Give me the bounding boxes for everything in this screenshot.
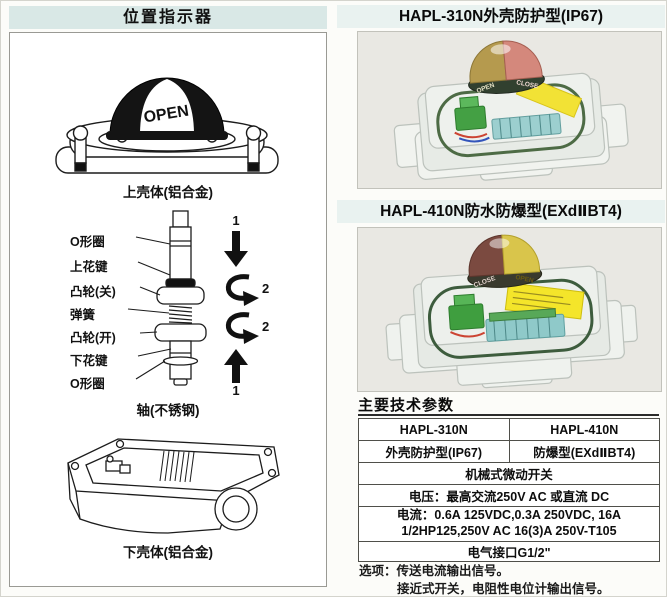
part-label-oring-top: O形圈	[70, 235, 105, 249]
table-row-models: HAPL-310N HAPL-410N	[358, 418, 660, 441]
specs-heading: 主要技术参数	[358, 394, 659, 416]
table-row-voltage: 电压：最高交流250V AC 或直流 DC	[358, 484, 660, 507]
shaft-exploded-drawing: 1 2 2	[127, 210, 269, 395]
cam-close	[156, 286, 205, 305]
housing-cavity	[85, 447, 264, 492]
part-label-lower-spline: 下花键	[70, 354, 108, 368]
cell-current-line2: 1/2HP125,250V AC 16(3)A 250V-T105	[401, 524, 617, 538]
terminal-block-green	[454, 96, 487, 131]
up-arrow-icon	[224, 349, 248, 383]
red-wire-410	[450, 331, 486, 338]
shaft-exploded-figure: 1 2 2	[10, 209, 326, 395]
arrow-number-top: 1	[232, 213, 239, 228]
cell-conduit: 电气接口G1/2"	[358, 541, 660, 562]
section1-title: HAPL-310N外壳防护型(IP67)	[337, 5, 665, 28]
fig2-caption: 轴(不锈钢)	[136, 403, 200, 418]
dome-open-label-410: OPEN	[515, 274, 535, 285]
cell-current: 电流：0.6A 125VDC,0.3A 250VDC, 16A 1/2HP125…	[358, 506, 660, 542]
cell-model-310n: HAPL-310N	[358, 418, 510, 441]
arrow-number-rot2: 2	[262, 319, 269, 334]
specs-table: HAPL-310N HAPL-410N 外壳防护型(IP67) 防爆型(EXdⅡ…	[358, 418, 660, 562]
terminal-strip-teal	[491, 113, 562, 140]
rotate-arrow-icon	[225, 274, 250, 301]
terminal-strip-teal-410	[485, 308, 566, 342]
rotate-arrow-icon-2	[225, 312, 250, 339]
cell-switch-type: 机械式微动开关	[358, 462, 660, 485]
table-row-conduit: 电气接口G1/2"	[358, 541, 660, 562]
indicator-dome: OPEN	[106, 77, 228, 140]
terminal-block-green-410	[448, 293, 485, 331]
options-line2: 接近式开关，电阻性电位计输出信号。	[397, 582, 610, 597]
switch-bracket	[105, 455, 131, 474]
part-label-cam-close: 凸轮(关)	[70, 285, 116, 299]
cell-model-410n: HAPL-410N	[508, 418, 660, 441]
arrow-number-bottom: 1	[232, 383, 239, 395]
motion-arrows: 1 2 2	[224, 213, 269, 395]
rotate-arrow-head	[243, 291, 259, 306]
section2-title: HAPL-410N防水防爆型(EXdⅡBT4)	[337, 200, 665, 223]
down-arrow-icon	[224, 231, 248, 267]
hapl-410n-product-image: CLOSE OPEN	[385, 234, 638, 389]
spring	[168, 305, 193, 324]
cell-current-line1: 电流：0.6A 125VDC,0.3A 250VDC, 16A	[396, 508, 622, 523]
part-label-oring-bottom: O形圈	[70, 377, 105, 391]
right-bolt	[245, 125, 262, 172]
yellow-label-410	[504, 282, 585, 320]
left-section-title: 位置指示器	[9, 6, 327, 29]
leader-lines	[127, 236, 172, 380]
housing-body	[75, 490, 231, 534]
fig1-caption: 上壳体(铝合金)	[123, 185, 213, 200]
blue-wire	[458, 136, 490, 143]
options-line1: 选项：传送电流输出信号。	[359, 564, 510, 578]
indicator-dome-310n: OPEN CLOSE	[468, 40, 545, 95]
cell-protection-410n: 防爆型(EXdⅡBT4)	[508, 440, 660, 463]
arrow-number-rot1: 2	[262, 281, 269, 296]
left-bolt	[72, 125, 89, 172]
hapl-310n-photo: OPEN CLOSE	[357, 31, 662, 189]
table-row-switch-type: 机械式微动开关	[358, 462, 660, 485]
cell-protection-310n: 外壳防护型(IP67)	[358, 440, 510, 463]
upper-shell-drawing: OPEN	[55, 77, 279, 174]
options-note: 选项：传送电流输出信号。 接近式开关，电阻性电位计输出信号。	[359, 562, 610, 597]
dome-open-text: OPEN	[143, 103, 190, 127]
position-indicator-panel: OPEN 上壳体(铝合金)	[9, 32, 327, 587]
cell-voltage: 电压：最高交流250V AC 或直流 DC	[358, 484, 660, 507]
indicator-dome-410n: CLOSE OPEN	[467, 234, 543, 289]
upper-oring	[165, 278, 196, 288]
table-row-current: 电流：0.6A 125VDC,0.3A 250VDC, 16A 1/2HP125…	[358, 506, 660, 542]
hapl-410n-photo: CLOSE OPEN	[357, 227, 662, 392]
table-row-protection: 外壳防护型(IP67) 防爆型(EXdⅡBT4)	[358, 440, 660, 463]
part-label-cam-open: 凸轮(开)	[70, 331, 116, 345]
red-wire	[454, 131, 488, 139]
fig3-caption: 下壳体(铝合金)	[123, 545, 213, 560]
hapl-310n-product-image: OPEN CLOSE	[393, 40, 629, 181]
terminal-strip	[159, 450, 195, 483]
lower-shell-drawing	[67, 438, 280, 534]
part-label-upper-spline: 上花键	[70, 260, 108, 274]
lower-oring	[162, 356, 199, 366]
dome-close-label: CLOSE	[516, 79, 540, 90]
part-label-spring: 弹簧	[70, 308, 96, 322]
cam-open	[154, 323, 207, 342]
rotate-arrow-head-2	[243, 329, 259, 344]
